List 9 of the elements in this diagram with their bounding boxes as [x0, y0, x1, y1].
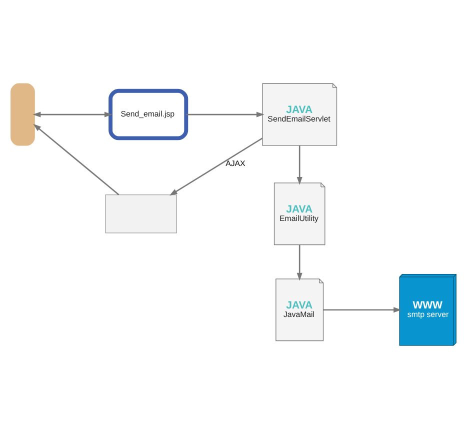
- arrow: [296, 244, 302, 280]
- arrow: [169, 137, 263, 196]
- arrow: [33, 123, 120, 195]
- arrow: [32, 111, 112, 117]
- arrow: [186, 111, 264, 117]
- node-box: [105, 194, 177, 233]
- node-person: [10, 82, 35, 146]
- arrow: [296, 145, 302, 184]
- arrow: [323, 306, 402, 312]
